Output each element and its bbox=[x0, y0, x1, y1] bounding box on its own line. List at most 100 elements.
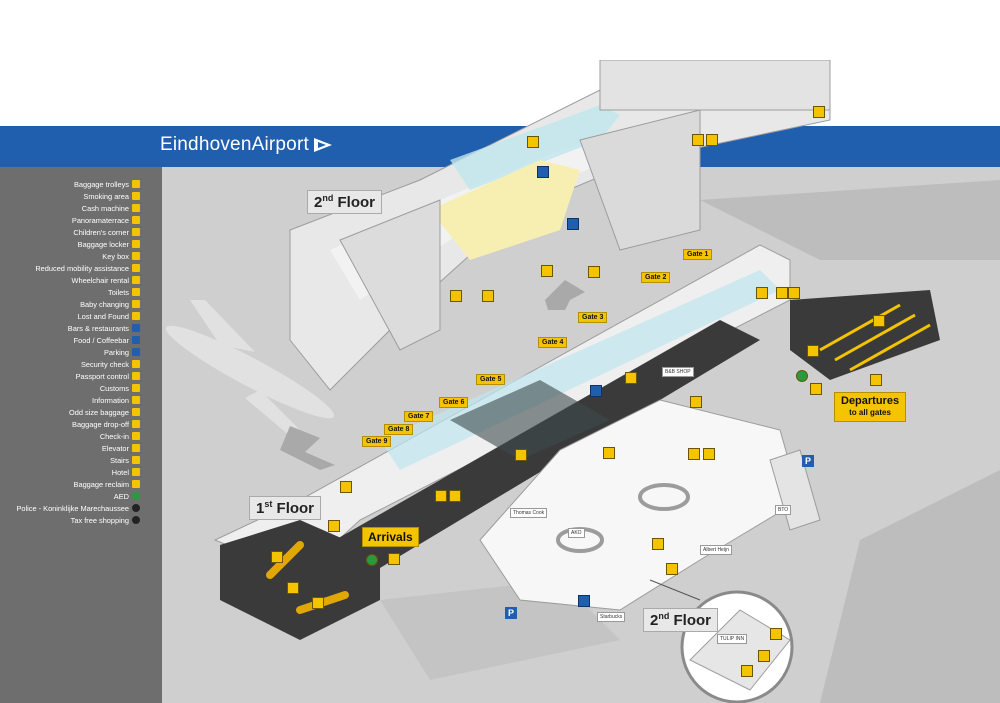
legend-item-label: Information bbox=[92, 395, 129, 405]
toilets-icon[interactable] bbox=[813, 106, 825, 118]
shop-label[interactable]: Starbucks bbox=[597, 612, 626, 622]
coffee-icon bbox=[132, 336, 140, 344]
elevator-icon[interactable] bbox=[541, 265, 553, 277]
hotel-icon[interactable] bbox=[758, 650, 770, 662]
departures-label[interactable]: Departures to all gates bbox=[834, 392, 907, 422]
legend-item: Baggage drop-off bbox=[0, 418, 140, 430]
gate-label[interactable]: Gate 4 bbox=[538, 337, 568, 348]
legend-item: Passport control bbox=[0, 370, 140, 382]
gate-label[interactable]: Gate 7 bbox=[404, 411, 434, 422]
gate-label[interactable]: Gate 9 bbox=[362, 436, 392, 447]
parking-marker[interactable]: P bbox=[505, 607, 517, 619]
legend-item: Tax free shopping bbox=[0, 514, 140, 526]
aed-icon[interactable] bbox=[366, 554, 378, 566]
aed-icon bbox=[132, 492, 140, 500]
departures-subtitle: to all gates bbox=[849, 408, 891, 417]
gate-label[interactable]: Gate 5 bbox=[476, 374, 506, 385]
legend-item: Key box bbox=[0, 250, 140, 262]
baggage-drop-icon[interactable] bbox=[312, 597, 324, 609]
arrivals-label[interactable]: Arrivals bbox=[362, 527, 419, 547]
smoking-icon bbox=[132, 192, 140, 200]
elevator-icon[interactable] bbox=[340, 481, 352, 493]
gate-label[interactable]: Gate 8 bbox=[384, 424, 414, 435]
coffee-icon[interactable] bbox=[625, 372, 637, 384]
elevator-icon[interactable] bbox=[741, 665, 753, 677]
info-icon[interactable] bbox=[388, 553, 400, 565]
wheelchair-icon bbox=[132, 276, 140, 284]
legend-item: Children's corner bbox=[0, 226, 140, 238]
floor-label-second-inset: 2nd Floor bbox=[643, 608, 719, 632]
elevator-icon[interactable] bbox=[692, 134, 704, 146]
baby-icon bbox=[132, 300, 140, 308]
bar-icon[interactable] bbox=[537, 166, 549, 178]
stairs-icon[interactable] bbox=[588, 266, 600, 278]
bar-icon[interactable] bbox=[590, 385, 602, 397]
parking-icon bbox=[132, 348, 140, 356]
aed-icon[interactable] bbox=[796, 370, 808, 382]
shop-label[interactable]: AKO bbox=[568, 528, 585, 538]
legend-item-label: Toilets bbox=[108, 287, 129, 297]
stairs-icon[interactable] bbox=[770, 628, 782, 640]
toilets-icon[interactable] bbox=[603, 447, 615, 459]
checkin-icon[interactable] bbox=[690, 396, 702, 408]
wheelchair-icon[interactable] bbox=[449, 490, 461, 502]
legend-item-label: Stairs bbox=[110, 455, 129, 465]
bar-icon bbox=[132, 324, 140, 332]
wheelchair-icon[interactable] bbox=[776, 287, 788, 299]
legend-item: Food / Coffeebar bbox=[0, 334, 140, 346]
legend-item-label: Bars & restaurants bbox=[67, 323, 129, 333]
legend-item: Baggage reclaim bbox=[0, 478, 140, 490]
gate-label[interactable]: Gate 1 bbox=[683, 249, 713, 260]
baggage-drop-icon bbox=[132, 420, 140, 428]
hotel-icon bbox=[132, 468, 140, 476]
trolley-icon[interactable] bbox=[271, 551, 283, 563]
wheelchair-icon[interactable] bbox=[482, 290, 494, 302]
shop-label[interactable]: B&B SHOP bbox=[662, 367, 694, 377]
toilets-icon[interactable] bbox=[435, 490, 447, 502]
legend-item-label: Lost and Found bbox=[77, 311, 129, 321]
info-icon[interactable] bbox=[527, 136, 539, 148]
legend-item-label: Reduced mobility assistance bbox=[35, 263, 129, 273]
legend-item: Toilets bbox=[0, 286, 140, 298]
legend-item-label: Baggage locker bbox=[77, 239, 129, 249]
reclaim-icon bbox=[132, 480, 140, 488]
wheelchair-icon[interactable] bbox=[706, 134, 718, 146]
security-icon[interactable] bbox=[807, 345, 819, 357]
checkin-icon[interactable] bbox=[870, 374, 882, 386]
reclaim-icon[interactable] bbox=[515, 449, 527, 461]
toilets-icon[interactable] bbox=[328, 520, 340, 532]
legend-item-label: Parking bbox=[103, 347, 129, 357]
shop-label[interactable]: Thomas Cook bbox=[510, 508, 548, 518]
brand-name: EindhovenAirport bbox=[160, 134, 309, 155]
bar-icon[interactable] bbox=[567, 218, 579, 230]
info-icon bbox=[132, 396, 140, 404]
floor-label-second: 2nd Floor bbox=[307, 190, 383, 214]
toilets-icon[interactable] bbox=[450, 290, 462, 302]
passport-icon[interactable] bbox=[873, 315, 885, 327]
baby-icon[interactable] bbox=[788, 287, 800, 299]
elevator-icon[interactable] bbox=[688, 448, 700, 460]
toilets-icon[interactable] bbox=[756, 287, 768, 299]
legend-item-label: AED bbox=[113, 491, 129, 501]
lost-found-icon[interactable] bbox=[287, 582, 299, 594]
gate-label[interactable]: Gate 3 bbox=[578, 312, 608, 323]
stairs-icon[interactable] bbox=[703, 448, 715, 460]
legend-item-label: Customs bbox=[99, 383, 129, 393]
gate-label[interactable]: Gate 6 bbox=[439, 397, 469, 408]
legend-item-label: Passport control bbox=[75, 371, 129, 381]
info-icon[interactable] bbox=[810, 383, 822, 395]
odd-baggage-icon bbox=[132, 408, 140, 416]
elevator-icon[interactable] bbox=[652, 538, 664, 550]
bar-icon[interactable] bbox=[578, 595, 590, 607]
floor-label-first: 1st Floor bbox=[249, 496, 322, 520]
airport-logo-icon bbox=[314, 138, 332, 152]
shop-label[interactable]: TULIP INN bbox=[717, 634, 748, 644]
legend-item-label: Smoking area bbox=[83, 191, 129, 201]
parking-marker[interactable]: P bbox=[802, 455, 814, 467]
stairs-icon[interactable] bbox=[666, 563, 678, 575]
legend-item: Reduced mobility assistance bbox=[0, 262, 140, 274]
gate-label[interactable]: Gate 2 bbox=[641, 272, 671, 283]
elevator-icon bbox=[132, 444, 140, 452]
shop-label[interactable]: BTO bbox=[775, 505, 792, 515]
shop-label[interactable]: Albert Heijn bbox=[700, 545, 732, 555]
